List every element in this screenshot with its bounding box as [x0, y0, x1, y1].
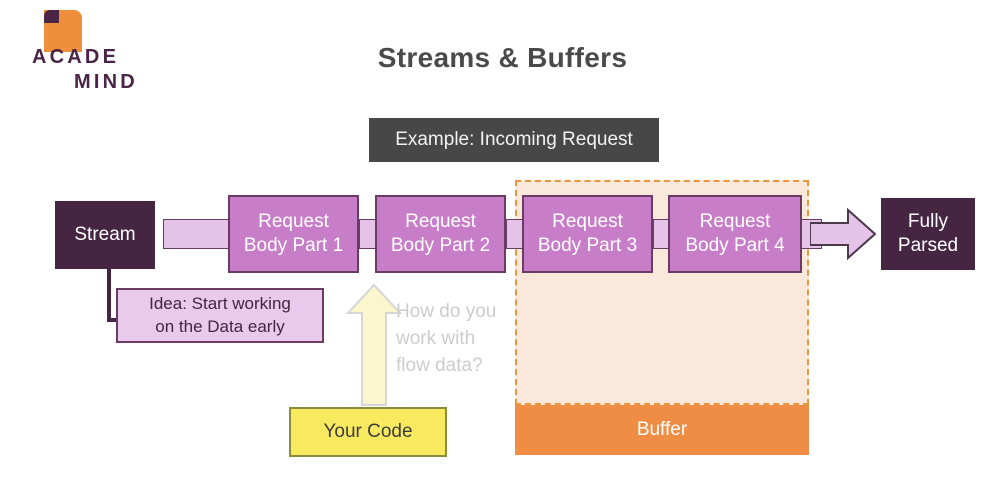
- fully-parsed-label: Fully Parsed: [898, 210, 958, 258]
- question-text: How do you work with flow data?: [396, 299, 526, 380]
- stream-label: Stream: [74, 224, 136, 246]
- idea-callout-box: Idea: Start working on the Data early: [116, 288, 324, 343]
- connector-part3-to-part4: [653, 219, 669, 249]
- part-3-line1: Request: [552, 210, 623, 232]
- idea-callout-label: Idea: Start working on the Data early: [149, 293, 291, 338]
- question-line2: work with: [396, 327, 476, 349]
- connector-stream-to-part1: [163, 219, 231, 249]
- fully-parsed-line2: Parsed: [897, 235, 959, 256]
- part-4-line2: Body Part 4: [685, 235, 785, 256]
- part-2-label: Request Body Part 2: [391, 210, 490, 259]
- connector-part1-to-part2: [359, 219, 376, 249]
- request-body-part-3-box: Request Body Part 3: [522, 195, 653, 273]
- buffer-label: Buffer: [636, 419, 688, 440]
- question-line3: flow data?: [396, 354, 483, 376]
- part-3-line2: Body Part 3: [537, 235, 638, 256]
- request-body-part-4-box: Request Body Part 4: [668, 195, 802, 273]
- your-code-label: Your Code: [323, 421, 413, 442]
- part-1-line2: Body Part 1: [243, 235, 344, 256]
- up-arrow-icon: [346, 283, 402, 406]
- your-code-box: Your Code: [289, 407, 447, 457]
- part-1-label: Request Body Part 1: [244, 210, 343, 259]
- right-arrow-icon: [810, 207, 876, 261]
- idea-callout-line2: on the Data early: [155, 316, 285, 336]
- part-1-line1: Request: [258, 210, 329, 232]
- example-banner-label: Example: Incoming Request: [395, 129, 633, 150]
- connector-part2-to-part3: [506, 219, 523, 249]
- part-3-label: Request Body Part 3: [538, 210, 637, 259]
- buffer-bar: Buffer: [515, 405, 809, 455]
- logo-flag-notch-icon: [44, 10, 59, 23]
- page-title: Streams & Buffers: [377, 42, 628, 73]
- part-4-line1: Request: [699, 210, 771, 232]
- academind-logo: ACADE MIND: [14, 8, 164, 92]
- part-2-line1: Request: [405, 210, 476, 232]
- stream-box: Stream: [55, 201, 155, 269]
- idea-elbow-vertical: [107, 268, 111, 322]
- logo-word-acade: ACADE: [32, 46, 120, 68]
- fully-parsed-box: Fully Parsed: [881, 198, 975, 270]
- part-2-line2: Body Part 2: [390, 235, 491, 256]
- logo-word-mind: MIND: [74, 71, 138, 93]
- example-banner: Example: Incoming Request: [369, 118, 659, 162]
- fully-parsed-line1: Fully: [907, 211, 949, 233]
- request-body-part-2-box: Request Body Part 2: [375, 195, 506, 273]
- request-body-part-1-box: Request Body Part 1: [228, 195, 359, 273]
- idea-callout-line1: Idea: Start working: [149, 294, 291, 314]
- part-4-label: Request Body Part 4: [685, 210, 784, 259]
- question-line1: How do you: [396, 301, 497, 322]
